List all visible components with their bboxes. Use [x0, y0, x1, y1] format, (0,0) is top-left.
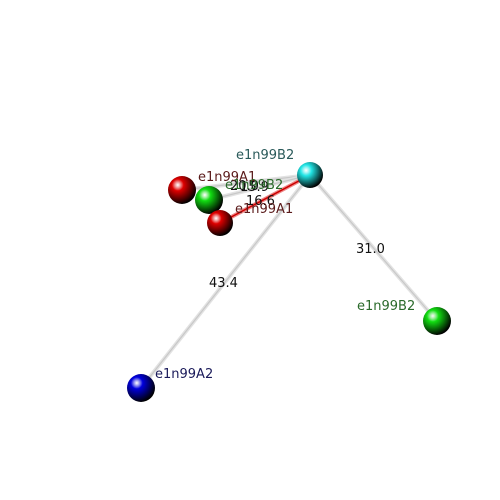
- edge-distance-label: 43.4: [209, 276, 238, 291]
- edge-distance-label: 15.9: [240, 180, 269, 195]
- node-sphere-n_green1: [195, 186, 223, 214]
- edges-layer: [139, 173, 439, 390]
- node-label: e1n99A1: [198, 170, 256, 185]
- edge-n_cyan-n_blue: [140, 174, 311, 389]
- node-label: e1n99A1: [235, 202, 293, 217]
- node-sphere-n_cyan: [297, 162, 323, 188]
- node-label: e1n99B2: [225, 178, 283, 193]
- edge-n_cyan-n_red2: [219, 174, 311, 224]
- node-sphere-n_red2: [207, 210, 233, 236]
- node-sphere-n_red1: [168, 176, 196, 204]
- node-sphere-n_blue: [127, 374, 155, 402]
- edge-distance-label: 20.0: [230, 179, 259, 194]
- nodes-layer: [127, 162, 451, 402]
- edge-n_cyan-n_green2: [309, 174, 438, 322]
- node-label: e1n99B2: [236, 148, 294, 163]
- edge-n_cyan-n_green1: [208, 174, 311, 201]
- node-label: e1n99A2: [155, 367, 213, 382]
- node-label: e1n99B2: [357, 299, 415, 314]
- edge-distance-label: 31.0: [356, 242, 385, 257]
- node-sphere-n_green2: [423, 307, 451, 335]
- edge-labels-layer: 43.4 31.0 15.920.016.6: [209, 179, 385, 291]
- edge-distance-label: 16.6: [246, 194, 275, 209]
- node-labels-layer: e1n99B2e1n99A1e1n99B2e1n99A1e1n99B2e1n99…: [155, 148, 415, 382]
